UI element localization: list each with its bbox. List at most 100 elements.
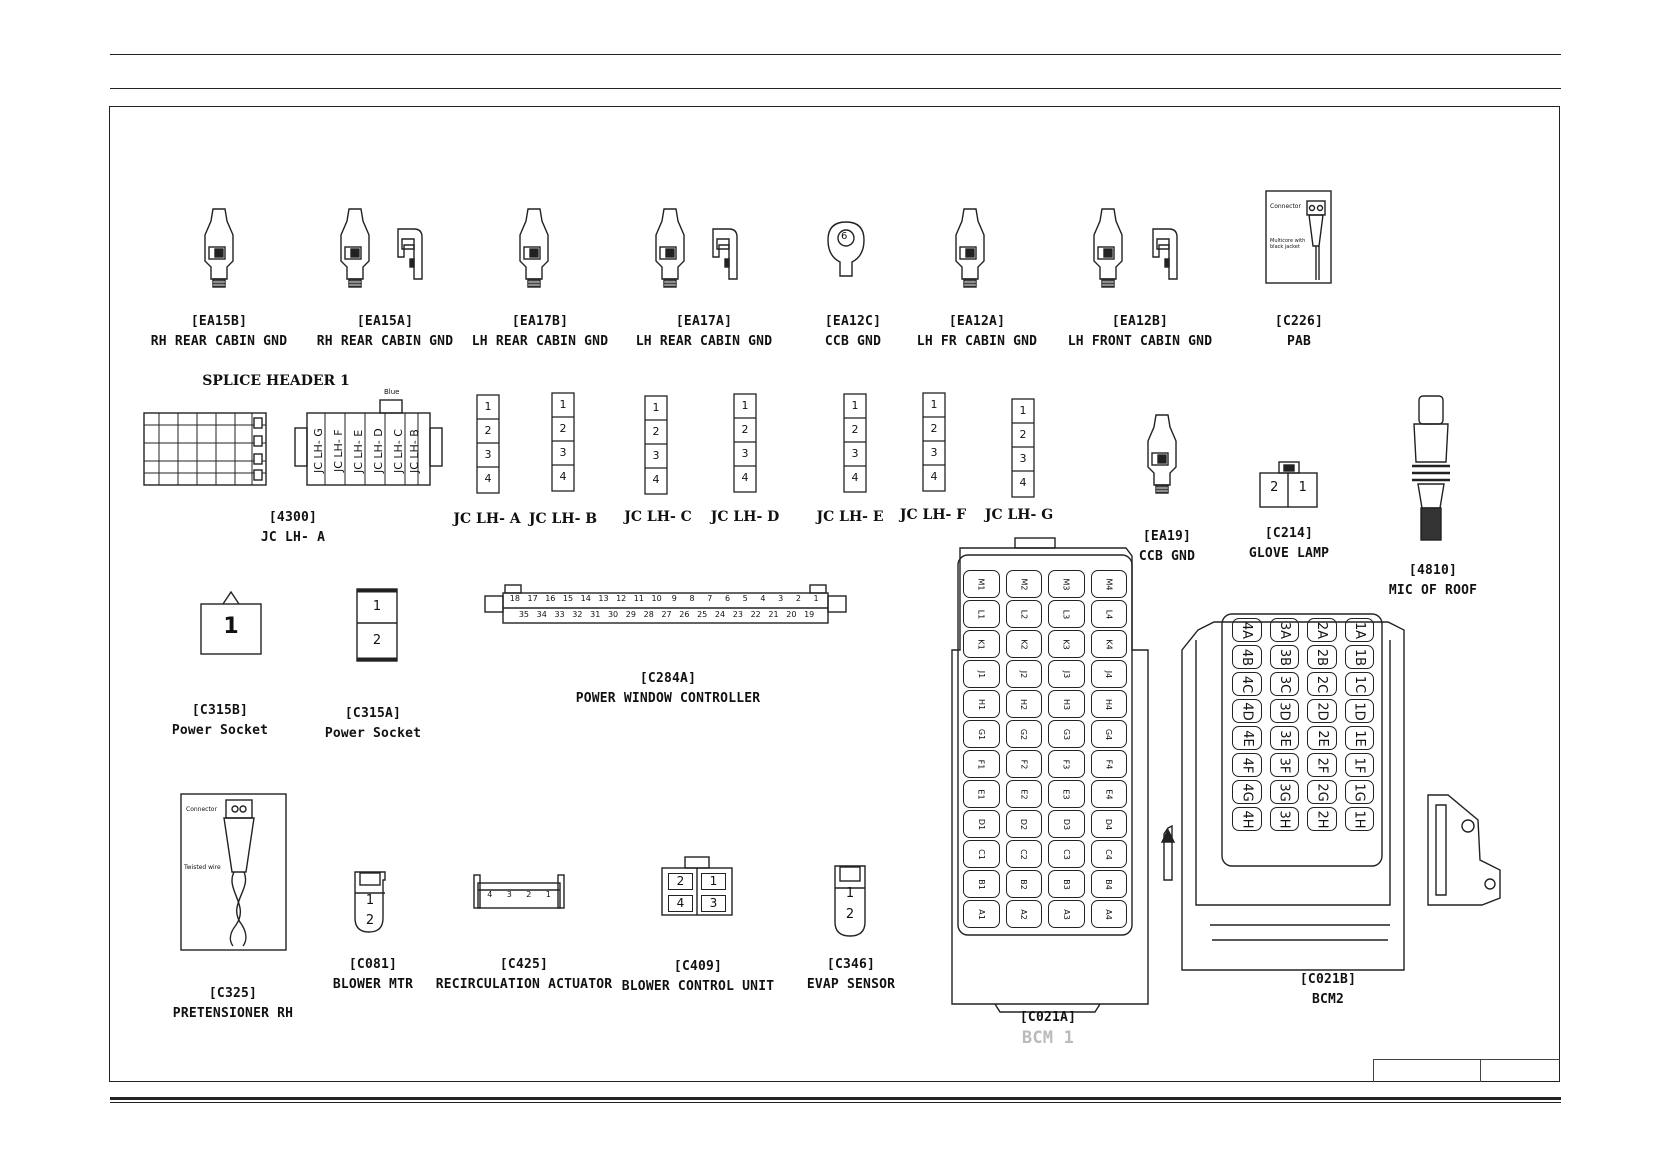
bcm1-pin-label: K3 xyxy=(1061,638,1071,650)
bcm2-pin-label: 2H xyxy=(1314,809,1330,829)
c315a-drawing xyxy=(356,588,398,662)
connector-code: [C081] xyxy=(348,957,398,972)
bcm1-pin: G3 xyxy=(1048,720,1085,748)
connector-name: POWER WINDOW CONTROLLER xyxy=(575,691,761,706)
bcm1-pin: L4 xyxy=(1090,600,1127,628)
c284a-pin: 25 xyxy=(697,610,708,619)
splice-row-label: JC LH- C xyxy=(392,429,405,473)
bcm1-pin-label: E2 xyxy=(1019,788,1029,800)
connector-code: [EA12A] xyxy=(948,314,1006,329)
bcm2-pin-label: 4E xyxy=(1239,729,1255,747)
label-ea12a: [EA12A]LH FR CABIN GND xyxy=(917,312,1037,352)
bcm2-pin: 1D xyxy=(1344,699,1374,723)
bcm1-pin: H4 xyxy=(1090,690,1127,718)
c284a-pin: 16 xyxy=(545,594,556,603)
splice-row-label: JC LH- G xyxy=(312,428,325,474)
bcm2-pin-label: 4D xyxy=(1239,701,1255,721)
bcm1-pin: L2 xyxy=(1005,600,1042,628)
bcm1-pin-label: H1 xyxy=(976,698,986,710)
c409-pin: 1 xyxy=(701,873,726,890)
bcm1-pin-label: A2 xyxy=(1019,908,1029,920)
connector-code: [C214] xyxy=(1264,526,1314,541)
jc-pin: 2 xyxy=(1019,428,1027,441)
c214-drawing xyxy=(1259,461,1318,508)
bcm1-pin: A1 xyxy=(963,900,1000,928)
jc-pin: 3 xyxy=(741,447,749,460)
c284a-pin: 14 xyxy=(580,594,591,603)
jc-label: JC LH- E xyxy=(816,509,884,525)
bcm1-pin-label: M1 xyxy=(976,578,986,590)
jc-label: JC LH- F xyxy=(899,507,967,523)
bcm2-pin: 3F xyxy=(1269,753,1299,777)
ea17b-drawing xyxy=(519,208,549,288)
connector-name: PRETENSIONER RH xyxy=(172,1006,294,1021)
bcm1-pin: J4 xyxy=(1090,660,1127,688)
jc-label: JC LH- C xyxy=(624,509,692,525)
c284a-pin: 31 xyxy=(590,610,601,619)
bcm1-pin: F4 xyxy=(1090,750,1127,778)
connector-name: Power Socket xyxy=(171,723,269,738)
bcm1-pin: C2 xyxy=(1005,840,1042,868)
bottom-rule-thick xyxy=(110,1097,1561,1100)
bcm1-pin: L1 xyxy=(963,600,1000,628)
jc-label: JC LH- G xyxy=(984,507,1054,523)
bcm1-pin: H2 xyxy=(1005,690,1042,718)
c409-pins: 2 1 4 3 xyxy=(668,873,726,912)
bcm2-pin: 4E xyxy=(1232,726,1262,750)
c284a-pin: 18 xyxy=(509,594,520,603)
connector-code: [EA12C] xyxy=(824,314,882,329)
jc-pin: 2 xyxy=(652,425,660,438)
bcm1-pin: F1 xyxy=(963,750,1000,778)
label-c226: [C226]PAB xyxy=(1275,312,1323,352)
c284a-pin: 7 xyxy=(707,594,713,603)
c425-pin: 3 xyxy=(506,890,512,899)
title-block-divider xyxy=(1480,1059,1481,1082)
label-4300: [4300]JC LH- A xyxy=(261,508,325,548)
bcm2-pin: 4B xyxy=(1232,645,1262,669)
splice-header-drawing xyxy=(143,399,443,486)
bcm2-pin: 2H xyxy=(1307,807,1337,831)
bcm2-pin: 2F xyxy=(1307,753,1337,777)
c284a-pin: 13 xyxy=(598,594,609,603)
jc-strip-drawings xyxy=(476,392,1035,498)
c284a-pin: 2 xyxy=(795,594,801,603)
bcm1-pin-label: C3 xyxy=(1061,848,1071,860)
c081-pin: 1 xyxy=(365,893,375,908)
jc-pin: 4 xyxy=(1019,476,1027,489)
bcm2-pin-label: 1G xyxy=(1351,782,1367,802)
bcm2-pin-label: 4H xyxy=(1239,809,1255,829)
bcm1-pin: E3 xyxy=(1048,780,1085,808)
bcm1-pin: H3 xyxy=(1048,690,1085,718)
splice-row-label: JC LH- F xyxy=(332,429,345,473)
c284a-pin: 33 xyxy=(554,610,565,619)
bcm1-pin: A3 xyxy=(1048,900,1085,928)
bcm1-pin-label: B3 xyxy=(1061,878,1071,890)
bcm2-pin-label: 2E xyxy=(1314,729,1330,747)
c284a-pin: 17 xyxy=(527,594,538,603)
bcm1-pin: E1 xyxy=(963,780,1000,808)
label-c425: [C425]RECIRCULATION ACTUATOR xyxy=(436,955,613,995)
bcm2-pin-label: 4B xyxy=(1239,648,1255,666)
bcm1-pin-label: F1 xyxy=(976,759,986,769)
bcm1-pin: B4 xyxy=(1090,870,1127,898)
bcm2-pin: 3D xyxy=(1269,699,1299,723)
label-ea15b: [EA15B]RH REAR CABIN GND xyxy=(151,312,287,352)
label-c021a: [C021A]BCM 1 xyxy=(1020,1008,1076,1048)
connector-name: LH FRONT CABIN GND xyxy=(1067,334,1213,349)
label-c315a: [C315A]Power Socket xyxy=(325,704,421,744)
bcm2-pin: 2D xyxy=(1307,699,1337,723)
c325-drawing xyxy=(180,793,287,951)
header-rule xyxy=(110,88,1561,89)
connector-code: [C021B] xyxy=(1299,972,1357,987)
c284a-pin: 35 xyxy=(518,610,529,619)
c346-pin: 1 xyxy=(845,886,855,901)
c214-pin: 2 xyxy=(1270,480,1279,495)
